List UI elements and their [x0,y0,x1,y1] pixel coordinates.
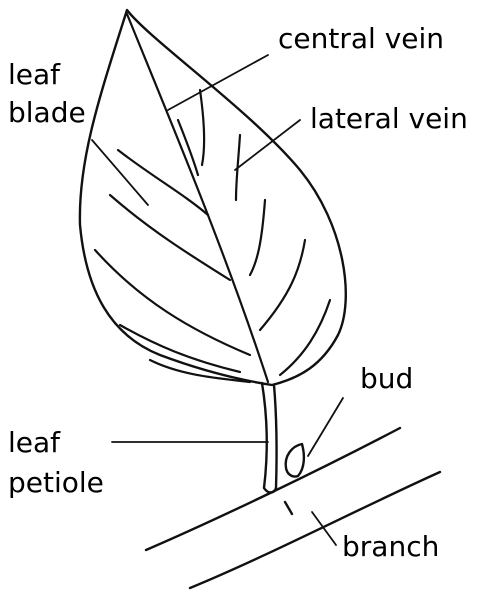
label-bud: bud [360,362,413,396]
label-lateral-vein: lateral vein [310,102,468,136]
leader-lines [92,55,343,545]
label-central-vein: central vein [278,22,444,56]
label-leaf-petiole-line2: petiole [8,466,104,500]
label-leaf-petiole-line1: leaf [8,426,60,460]
label-leaf-blade-line1: leaf [8,58,60,92]
leaf-blade-outline [80,10,346,385]
branch-shape [146,428,440,588]
central-vein-line [127,14,268,382]
label-leaf-blade-line2: blade [8,96,86,130]
bud-shape [286,444,304,477]
label-branch: branch [342,530,439,564]
